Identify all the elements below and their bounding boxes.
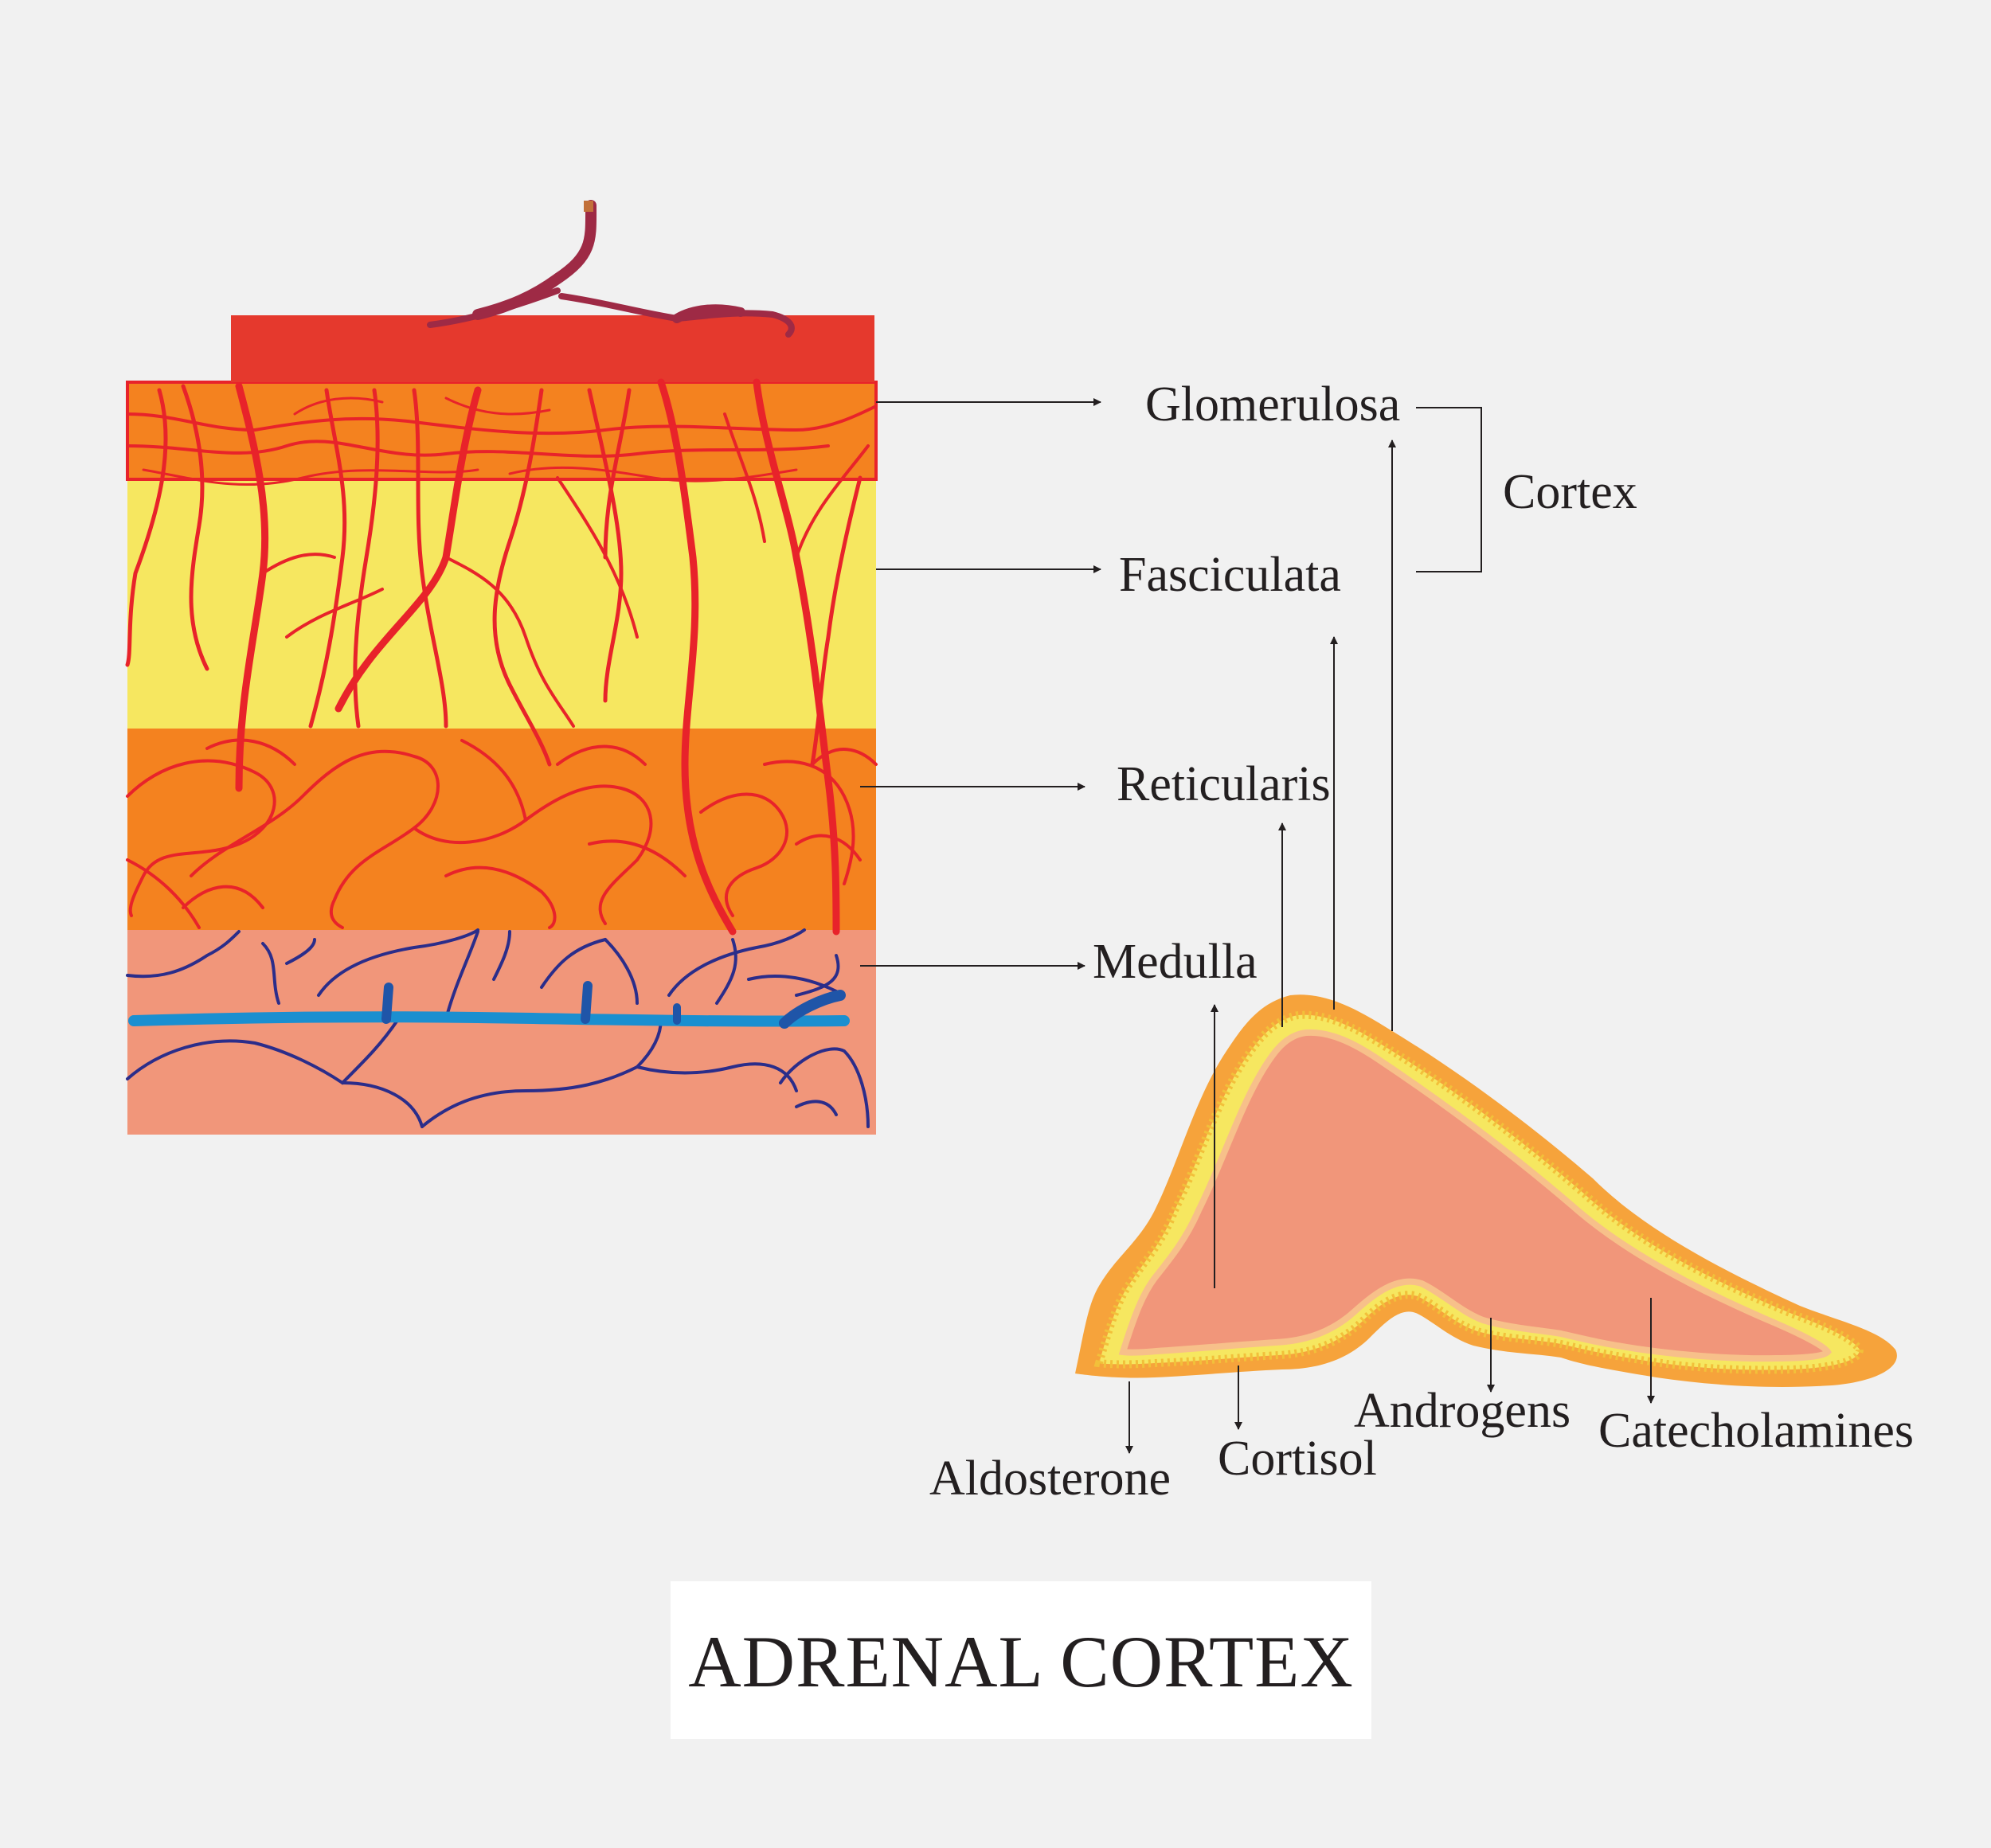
aldosterone-label: Aldosterone — [929, 1451, 1171, 1506]
reticularis-label: Reticularis — [1117, 757, 1331, 811]
medulla-label: Medulla — [1093, 935, 1258, 989]
cortical-arteries — [125, 378, 878, 936]
title-background — [671, 1581, 1371, 1739]
cortex-label: Cortex — [1503, 465, 1637, 519]
labels: Glomerulosa Fasciculata Reticularis Medu… — [929, 377, 1914, 1506]
adrenal-gland — [1075, 994, 1897, 1387]
connectors — [860, 398, 1655, 1454]
cortex-bracket — [1416, 407, 1482, 572]
fasciculata-layer — [127, 478, 876, 729]
title-box: ADRENAL CORTEX — [671, 1581, 1371, 1739]
androgens-label: Androgens — [1354, 1384, 1571, 1438]
page-title: ADRENAL CORTEX — [688, 1621, 1354, 1702]
medullary-veins — [126, 928, 870, 1128]
glomerulosa-label: Glomerulosa — [1145, 377, 1400, 432]
capsule-layer — [231, 315, 874, 382]
catecholamines-label: Catecholamines — [1598, 1404, 1914, 1458]
capsular-vessel — [427, 200, 795, 338]
tissue-block — [125, 200, 878, 1135]
gland-inner-medulla — [1118, 1029, 1832, 1362]
fasciculata-label: Fasciculata — [1119, 548, 1341, 602]
cortisol-label: Cortisol — [1218, 1432, 1377, 1486]
central-vein — [128, 981, 850, 1029]
